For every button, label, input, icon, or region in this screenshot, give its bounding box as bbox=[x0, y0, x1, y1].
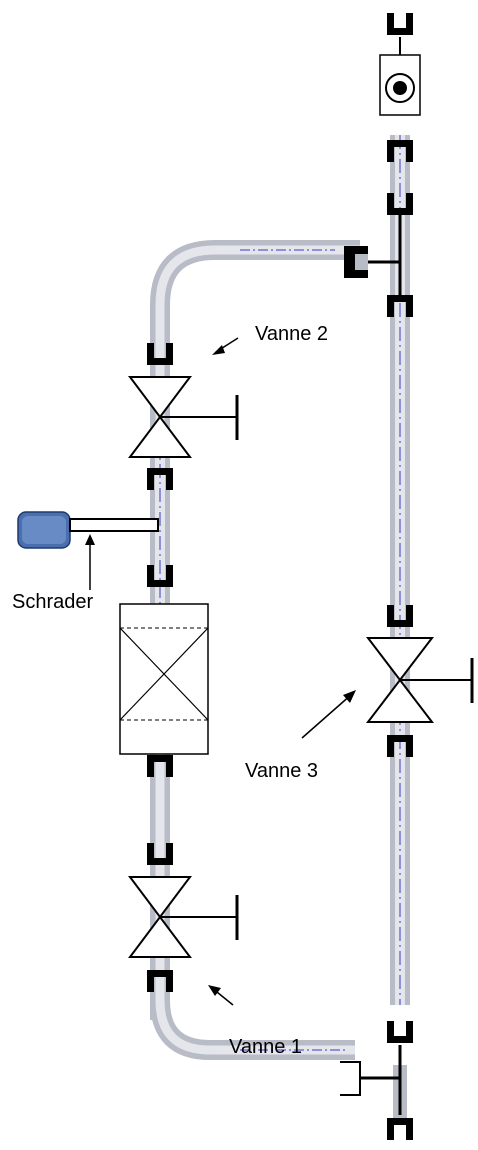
valve-1-label: Vanne 1 bbox=[229, 1036, 302, 1058]
schrader-valve-icon bbox=[17, 511, 159, 590]
valve-2-icon bbox=[128, 343, 239, 490]
valve-3-icon bbox=[365, 605, 474, 757]
schrader-label: Schrader bbox=[12, 591, 93, 613]
top-tee-fitting bbox=[344, 193, 413, 317]
annotation-arrows bbox=[208, 337, 356, 1006]
valve-1-icon bbox=[128, 843, 239, 992]
filter-cartridge-icon bbox=[119, 565, 209, 777]
valve-2-label: Vanne 2 bbox=[255, 323, 328, 345]
bottom-tee-fitting bbox=[340, 1021, 413, 1140]
top-bend-pipe bbox=[150, 240, 360, 440]
valve-3-label: Vanne 3 bbox=[245, 760, 318, 782]
check-valve-icon bbox=[379, 13, 421, 162]
